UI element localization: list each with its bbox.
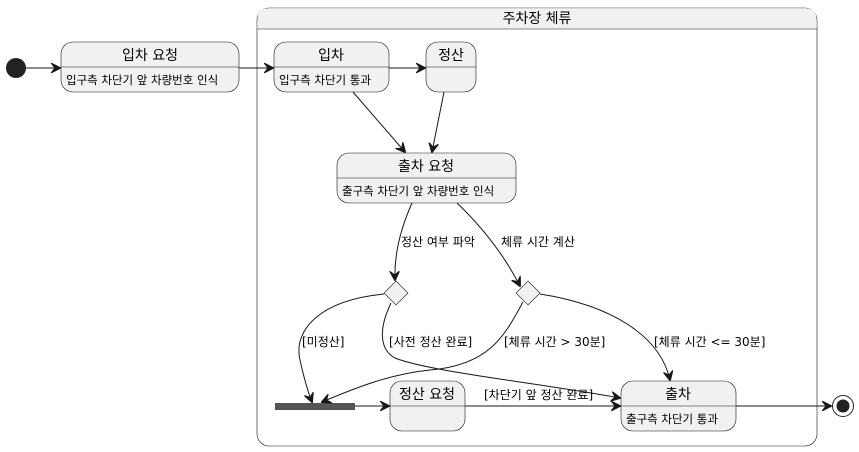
edge-label: [미정산] bbox=[302, 335, 344, 349]
choice-payment-status[interactable] bbox=[383, 280, 409, 306]
state-payment[interactable]: 정산 bbox=[425, 41, 477, 93]
final-state[interactable] bbox=[832, 395, 854, 417]
edge-label: 정산 여부 파악 bbox=[401, 235, 475, 249]
state-description: 입구측 차단기 앞 차량번호 인식 bbox=[66, 73, 218, 87]
state-exit-request[interactable]: 출차 요청 출구측 차단기 앞 차량번호 인식 bbox=[336, 152, 517, 204]
edge-label: [체류 시간 <= 30분] bbox=[654, 335, 765, 349]
edge-label: 체류 시간 계산 bbox=[501, 235, 575, 249]
transition-choice-time-to-join[interactable] bbox=[322, 301, 524, 402]
state-title: 입차 요청 bbox=[122, 48, 178, 64]
state-description: 출구측 차단기 통과 bbox=[626, 412, 718, 426]
transition-entry-to-exit-request[interactable] bbox=[352, 91, 405, 152]
transition-exit-request-to-choice-time[interactable] bbox=[456, 202, 520, 286]
state-entry-request[interactable]: 입차 요청 입구측 차단기 앞 차량번호 인식 bbox=[60, 41, 240, 93]
join-bar[interactable] bbox=[275, 403, 355, 410]
state-title: 출차 요청 bbox=[398, 159, 454, 175]
choice-stay-time[interactable] bbox=[515, 280, 541, 306]
transition-exit-request-to-choice-payment[interactable] bbox=[395, 202, 413, 280]
state-title: 출차 bbox=[665, 387, 691, 403]
edge-label: [체류 시간 > 30분] bbox=[504, 335, 605, 349]
state-exit[interactable]: 출차 출구측 차단기 통과 bbox=[620, 380, 737, 432]
state-payment-request[interactable]: 정산 요청 bbox=[389, 380, 466, 432]
edge-label: [사전 정산 완료] bbox=[389, 335, 472, 349]
state-description: 출구측 차단기 앞 차량번호 인식 bbox=[342, 184, 494, 198]
transition-choice-payment-to-join[interactable] bbox=[298, 293, 385, 402]
transition-choice-payment-to-exit[interactable] bbox=[381, 302, 620, 398]
edge-label: [차단기 앞 정산 완료] bbox=[484, 388, 593, 402]
state-title: 입차 bbox=[318, 48, 344, 64]
composite-state-parking-stay[interactable]: 주차장 체류 bbox=[256, 7, 818, 447]
state-title: 정산 요청 bbox=[399, 387, 455, 403]
transition-choice-time-to-exit[interactable] bbox=[539, 293, 670, 380]
state-entry[interactable]: 입차 입구측 차단기 통과 bbox=[273, 41, 390, 93]
state-title: 정산 bbox=[438, 48, 464, 64]
composite-title: 주차장 체류 bbox=[503, 11, 572, 27]
state-description: 입구측 차단기 통과 bbox=[279, 73, 371, 87]
initial-state[interactable] bbox=[6, 58, 26, 78]
transition-payment-to-exit-request[interactable] bbox=[432, 91, 445, 152]
